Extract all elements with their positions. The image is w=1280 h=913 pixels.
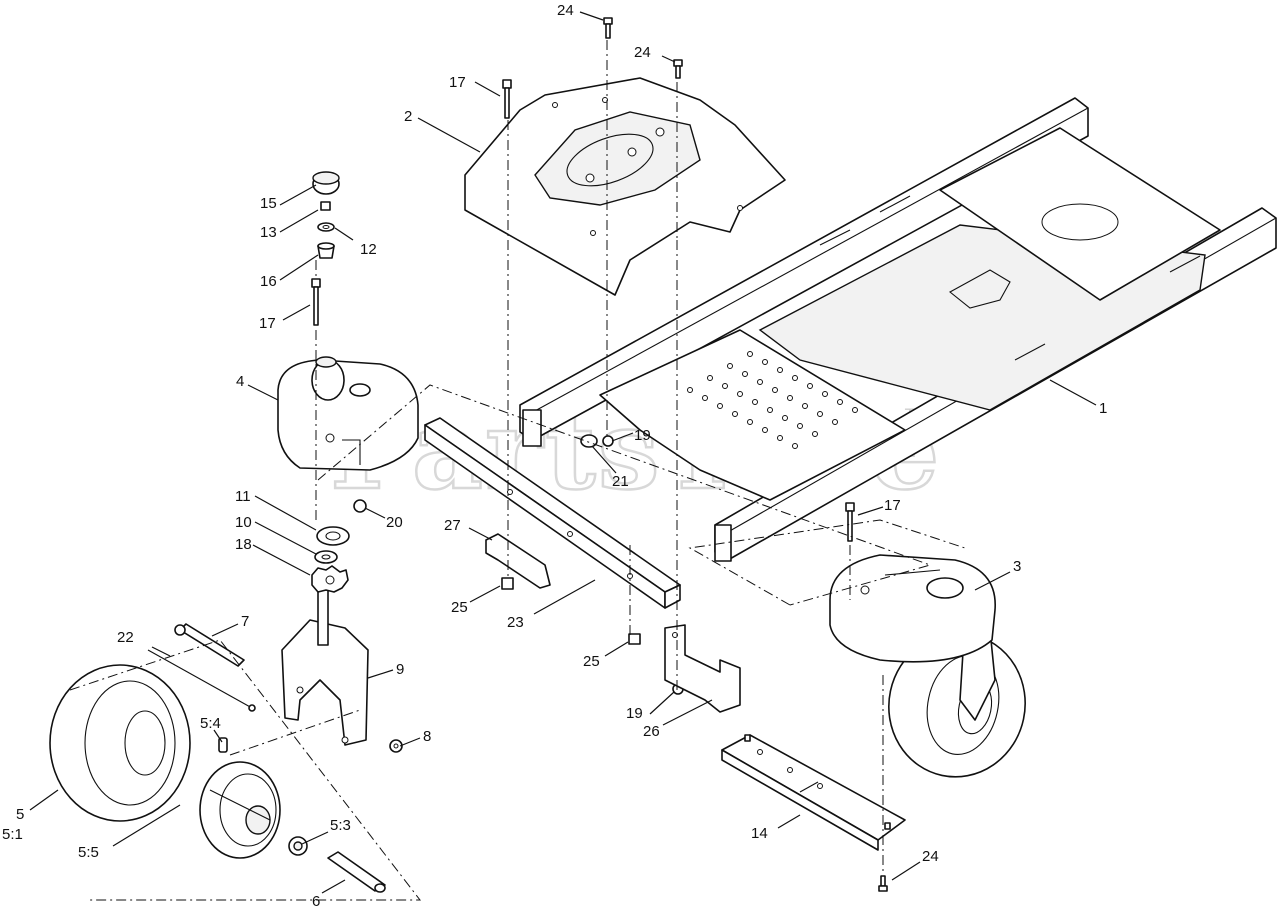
- callout-17-right[interactable]: 17: [884, 497, 901, 514]
- callout-9[interactable]: 9: [396, 661, 404, 678]
- part-24-screw-bottom[interactable]: [878, 875, 888, 892]
- part-13-nut[interactable]: [320, 201, 331, 211]
- callout-10[interactable]: 10: [235, 514, 252, 531]
- part-5-rim[interactable]: [199, 761, 281, 859]
- callout-25-left[interactable]: 25: [451, 599, 468, 616]
- part-27-bracket[interactable]: [485, 533, 551, 589]
- callout-1[interactable]: 1: [1099, 400, 1107, 417]
- part-21-bushing[interactable]: [580, 434, 598, 448]
- part-24-screw-mid[interactable]: [673, 59, 683, 79]
- part-7-axle-bolt[interactable]: [174, 623, 245, 667]
- callout-24-mid[interactable]: 24: [634, 44, 651, 61]
- center-lines: [69, 40, 966, 901]
- callout-5-1[interactable]: 5:1: [2, 826, 23, 843]
- part-24-screw-top[interactable]: [603, 17, 613, 39]
- part-1-main-frame[interactable]: [519, 97, 1277, 562]
- part-22-screw[interactable]: [147, 649, 256, 712]
- callout-7[interactable]: 7: [241, 613, 249, 630]
- callout-19-lower[interactable]: 19: [626, 705, 643, 722]
- callout-5-3[interactable]: 5:3: [330, 817, 351, 834]
- callout-19-upper[interactable]: 19: [634, 427, 651, 444]
- callout-5-5[interactable]: 5:5: [78, 844, 99, 861]
- callout-13[interactable]: 13: [260, 224, 277, 241]
- part-19-nut-upper[interactable]: [602, 435, 614, 447]
- callout-11[interactable]: 11: [235, 488, 251, 505]
- callout-17-upper[interactable]: 17: [449, 74, 466, 91]
- floor-plate-holes: [687, 351, 858, 449]
- callout-3[interactable]: 3: [1013, 558, 1021, 575]
- part-16-bushing[interactable]: [317, 242, 335, 259]
- callout-24-top[interactable]: 24: [557, 2, 574, 19]
- part-25-nut-right[interactable]: [628, 633, 641, 645]
- part-6-spacer[interactable]: [327, 851, 386, 893]
- callout-26[interactable]: 26: [643, 723, 660, 740]
- part-8-nut[interactable]: [389, 739, 403, 753]
- leader-lines: [29, 11, 1097, 894]
- callout-15[interactable]: 15: [260, 195, 277, 212]
- part-11-bearing[interactable]: [316, 526, 350, 546]
- part-17-bolt-upper[interactable]: [502, 79, 512, 119]
- callout-21[interactable]: 21: [612, 473, 629, 490]
- part-14-plate[interactable]: [721, 734, 906, 851]
- part-12-washer[interactable]: [317, 222, 335, 232]
- part-5-3-bearing[interactable]: [288, 836, 308, 856]
- callout-5[interactable]: 5: [16, 806, 24, 823]
- callout-2[interactable]: 2: [404, 108, 412, 125]
- callout-4[interactable]: 4: [236, 373, 244, 390]
- part-3-right-caster[interactable]: [829, 554, 1038, 790]
- callout-5-4[interactable]: 5:4: [200, 715, 221, 732]
- callout-24-bottom[interactable]: 24: [922, 848, 939, 865]
- part-4-left-caster-housing[interactable]: [277, 356, 419, 471]
- callout-6[interactable]: 6: [312, 893, 320, 910]
- callout-14[interactable]: 14: [751, 825, 768, 842]
- callout-labels: 1 2 3 4 5 5:1 5:3 5:4 5:5 6 7 8 9 10 11 …: [2, 2, 1107, 910]
- callout-12[interactable]: 12: [360, 241, 377, 258]
- part-23-cross-tube[interactable]: [424, 417, 681, 609]
- part-10-washer[interactable]: [314, 550, 338, 564]
- callout-16[interactable]: 16: [260, 273, 277, 290]
- part-5-left-tire[interactable]: [49, 664, 191, 822]
- part-26-bracket[interactable]: [664, 624, 741, 713]
- callout-17-left[interactable]: 17: [259, 315, 276, 332]
- callout-25-right[interactable]: 25: [583, 653, 600, 670]
- part-17-bolt-right[interactable]: [845, 502, 855, 542]
- part-25-nut-left[interactable]: [501, 577, 514, 590]
- callout-23[interactable]: 23: [507, 614, 524, 631]
- part-15-cap[interactable]: [312, 171, 340, 195]
- part-17-bolt-left[interactable]: [311, 278, 321, 326]
- callout-8[interactable]: 8: [423, 728, 431, 745]
- part-18-sprocket[interactable]: [311, 565, 349, 593]
- part-20-nut[interactable]: [353, 499, 367, 513]
- callout-27[interactable]: 27: [444, 517, 461, 534]
- callout-20[interactable]: 20: [386, 514, 403, 531]
- callout-22[interactable]: 22: [117, 629, 134, 646]
- callout-18[interactable]: 18: [235, 536, 252, 553]
- part-2-pan[interactable]: [464, 77, 786, 296]
- part-9-fork[interactable]: [281, 589, 369, 746]
